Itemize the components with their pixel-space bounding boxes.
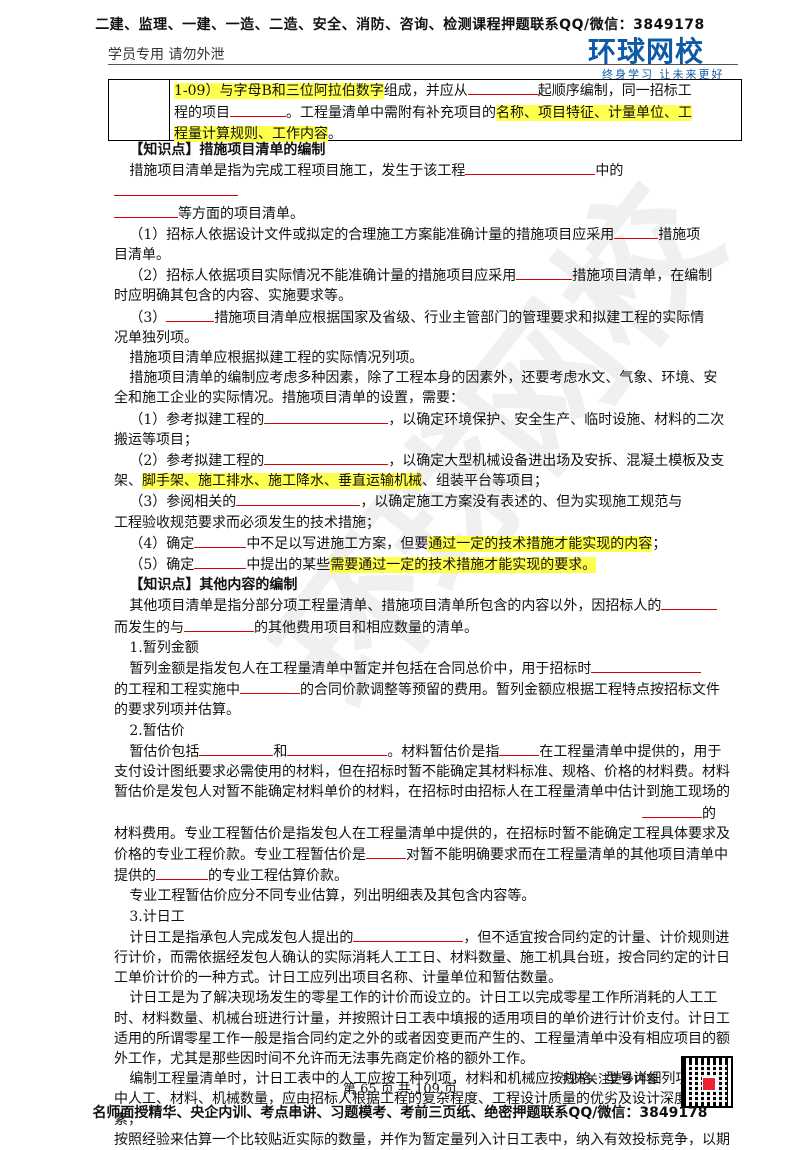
document-body: 【知识点】措施项目清单的编制 措施项目清单是指为完成工程项目施工，发生于该工程中… xyxy=(114,140,736,1150)
table-text: 名称、项目特征、计量单位、工 xyxy=(496,105,692,121)
paragraph: 的要求列项并估算。 xyxy=(114,702,240,719)
table-text: 程量计算规则、工作内容 xyxy=(174,126,328,142)
scan-prompt: 扫码关注更多内容 xyxy=(562,1072,659,1086)
paragraph: 专业工程暂估价应分不同专业估算，列出明细表及其包含内容等。 xyxy=(129,888,536,905)
logo-text: 环球网校 xyxy=(588,35,705,68)
fill-blank xyxy=(499,741,540,756)
paragraph: 措施项目清单的编制应考虑多种因素，除了工程本身的因素外，还要考虑水文、气象、环境… xyxy=(129,370,718,387)
paragraph: （3）措施项目清单应根据国家及省级、行业主管部门的管理要求和拟建工程的实际情 xyxy=(114,307,736,328)
paragraph: 措施项目清单应根据拟建工程的实际情况列项。 xyxy=(129,350,424,367)
header-divider xyxy=(108,64,738,65)
paragraph: 价格的专业工程价款。专业工程暂估价是对暂不能明确要求而在工程量清单的其他项目清单… xyxy=(114,844,736,865)
paragraph: 而发生的与的其他费用项目和相应数量的清单。 xyxy=(114,617,736,638)
fill-blank xyxy=(114,181,238,197)
paragraph: 措施项目清单是指为完成工程项目施工，发生于该工程中的 xyxy=(114,160,736,202)
paragraph: （3）参阅相关的，以确定施工方案没有表述的、但为实现施工规范与 xyxy=(114,491,736,512)
fill-blank xyxy=(467,80,538,95)
fill-blank xyxy=(642,803,702,818)
paragraph: 搬运等项目； xyxy=(114,431,198,448)
table-text: 。 xyxy=(328,126,342,142)
paragraph: 暂估价包括和。材料暂估价是指在工程量清单中提供的，用于 xyxy=(114,741,736,762)
paragraph: 计日工是指承包人完成发包人提出的，但不适宜按合同约定的计量、计价规则进 xyxy=(114,927,736,948)
section-title: 【知识点】措施项目清单的编制 xyxy=(129,142,326,158)
subheading: 3.计日工 xyxy=(129,908,185,925)
header-contact-line: 二建、监理、一建、一造、二造、安全、消防、咨询、检测课程押题联系QQ/微信：38… xyxy=(95,17,705,33)
paragraph: （4）确定中不足以写进施工方案，但要通过一定的技术措施才能实现的内容； xyxy=(114,533,736,554)
paragraph: 提供的的专业工程估算价款。 xyxy=(114,865,736,886)
paragraph: 支付设计图纸要求必需使用的材料，但在招标时暂不能确定其材料标准、规格、价格的材料… xyxy=(114,764,730,781)
fill-blank xyxy=(114,203,178,218)
table-text: 组成，并应从 xyxy=(383,83,468,99)
table-text: 。工程量清单中需附有补充项目的 xyxy=(286,105,496,121)
fill-blank xyxy=(366,844,406,859)
fill-blank xyxy=(199,741,274,756)
fill-blank xyxy=(264,409,389,424)
header-notice: 学员专用 请勿外泄 xyxy=(108,47,225,63)
fill-blank xyxy=(194,533,247,548)
paragraph: 编制工程量清单时，计日工表中的人工应按工种列项，材料和机械应按规格、型号详细列项… xyxy=(129,1071,718,1088)
paragraph: 适用的所谓零星工作一般是指合同约定之外的或者因变更而产生的、工程量清单中没有相应… xyxy=(114,1030,730,1047)
paragraph: 架、脚手架、施工排水、施工降水、垂直运输机械、组装平台等项目； xyxy=(114,473,548,490)
paragraph: 工程验收规范要求而必须发生的技术措施； xyxy=(114,514,380,531)
paragraph: 况单独列项。 xyxy=(114,329,198,346)
paragraph: 的 xyxy=(114,803,736,824)
subheading: 2.暂估价 xyxy=(129,722,185,739)
fill-blank xyxy=(236,491,361,507)
paragraph: 目清单。 xyxy=(114,247,170,264)
table-text: 程的项目 xyxy=(174,105,230,121)
paragraph: （1）招标人依据设计文件或拟定的合理施工方案能准确计量的措施项目应采用措施项 xyxy=(114,224,736,245)
paragraph: 其他项目清单是指分部分项工程量清单、措施项目清单所包含的内容以外，因招标人的 xyxy=(114,595,736,616)
paragraph: 的工程和工程实施中的合同价款调整等预留的费用。暂列金额应根据工程特点按招标文件 xyxy=(114,679,736,700)
footer-contact-line: 名师面授精华、央企内训、考点串讲、习题模考、考前三页纸、绝密押题联系QQ/微信：… xyxy=(92,1105,708,1121)
paragraph: 暂列金额是指发包人在工程量清单中暂定并包括在合同总价中，用于招标时 xyxy=(114,658,736,679)
paragraph: 外工作，尤其是那些因时间不允许而无法事先商定价格的额外工作。 xyxy=(114,1050,534,1067)
paragraph: 全和施工企业的实际情况。措施项目清单的设置，需要： xyxy=(114,390,464,407)
paragraph: 时应明确其包含的内容、实施要求等。 xyxy=(114,288,352,305)
fill-blank xyxy=(230,102,286,117)
paragraph: 时、材料数量、机械台班进行计量，并按照计日工表中填报的适用项目的单价进行计价支付… xyxy=(114,1010,730,1027)
table-text: 起顺序编制，同一招标工 xyxy=(537,83,692,99)
qr-code-icon[interactable] xyxy=(681,1056,733,1108)
fill-blank xyxy=(591,658,702,674)
fill-blank xyxy=(240,679,300,695)
fill-blank xyxy=(614,224,659,239)
paragraph: （2）招标人依据项目实际情况不能准确计量的措施项目应采用措施项目清单，在编制 xyxy=(114,265,736,286)
fill-blank xyxy=(264,450,389,466)
subheading: 1.暂列金额 xyxy=(129,639,199,656)
fill-blank xyxy=(465,160,596,176)
paragraph: 暂估价是发包人对暂不能确定材料单价的材料，在招标时由招标人在工程量清单中估计到施… xyxy=(114,784,730,801)
logo-slogan: 终身学习 让未来更好 xyxy=(602,68,725,81)
fill-blank xyxy=(166,307,215,322)
table-text: 1-09）与字母B和三位阿拉伯数字 xyxy=(174,83,384,99)
paragraph: （5）确定中提出的某些需要通过一定的技术措施才能实现的要求。 xyxy=(114,554,736,575)
brand-logo: 环球网校 终身学习 让未来更好 xyxy=(588,30,738,81)
paragraph: 中人工、材料、机械数量，应由招标人根据工程的复杂程度、工程设计质量的优劣及设计深… xyxy=(114,1091,716,1128)
table-content-cell: 1-09）与字母B和三位阿拉伯数字组成，并应从起顺序编制，同一招标工 程的项目。… xyxy=(170,80,741,142)
paragraph: 工单价计价的一种方式。计日工应列出项目名称、计量单位和暂估数量。 xyxy=(114,970,562,987)
paragraph: 行计价，而需依据经发包人确认的实际消耗人工工日、材料数量、施工机具台班，按合同约… xyxy=(114,949,730,966)
fill-blank xyxy=(156,865,208,881)
fill-blank xyxy=(287,741,388,756)
fill-blank xyxy=(661,595,718,611)
section-title: 【知识点】其他内容的编制 xyxy=(129,577,298,594)
paragraph: 材料费用。专业工程暂估价是指发包人在工程量清单中提供的，在招标时暂不能确定工程具… xyxy=(114,825,730,842)
continuation-table: 1-09）与字母B和三位阿拉伯数字组成，并应从起顺序编制，同一招标工 程的项目。… xyxy=(108,79,742,142)
paragraph: 等方面的项目清单。 xyxy=(114,203,736,224)
fill-blank xyxy=(194,554,247,570)
paragraph: 计日工是为了解决现场发生的零星工作的计价而设立的。计日工以完成零星工作所消耗的人… xyxy=(129,990,718,1007)
paragraph: 按照经验来估算一个比较贴近实际的数量，并作为暂定量列入计日工表中，纳入有效投标竞… xyxy=(114,1131,730,1148)
paragraph: （2）参考拟建工程的，以确定大型机械设备进出场及安拆、混凝土模板及支 xyxy=(114,450,736,471)
paragraph: （1）参考拟建工程的，以确定环境保护、安全生产、临时设施、材料的二次 xyxy=(114,409,736,430)
fill-blank xyxy=(353,927,464,942)
fill-blank xyxy=(184,617,254,632)
table-label-cell xyxy=(109,80,170,140)
fill-blank xyxy=(516,265,573,281)
page-number: 第 65 页 共 109 页 xyxy=(342,1082,458,1097)
